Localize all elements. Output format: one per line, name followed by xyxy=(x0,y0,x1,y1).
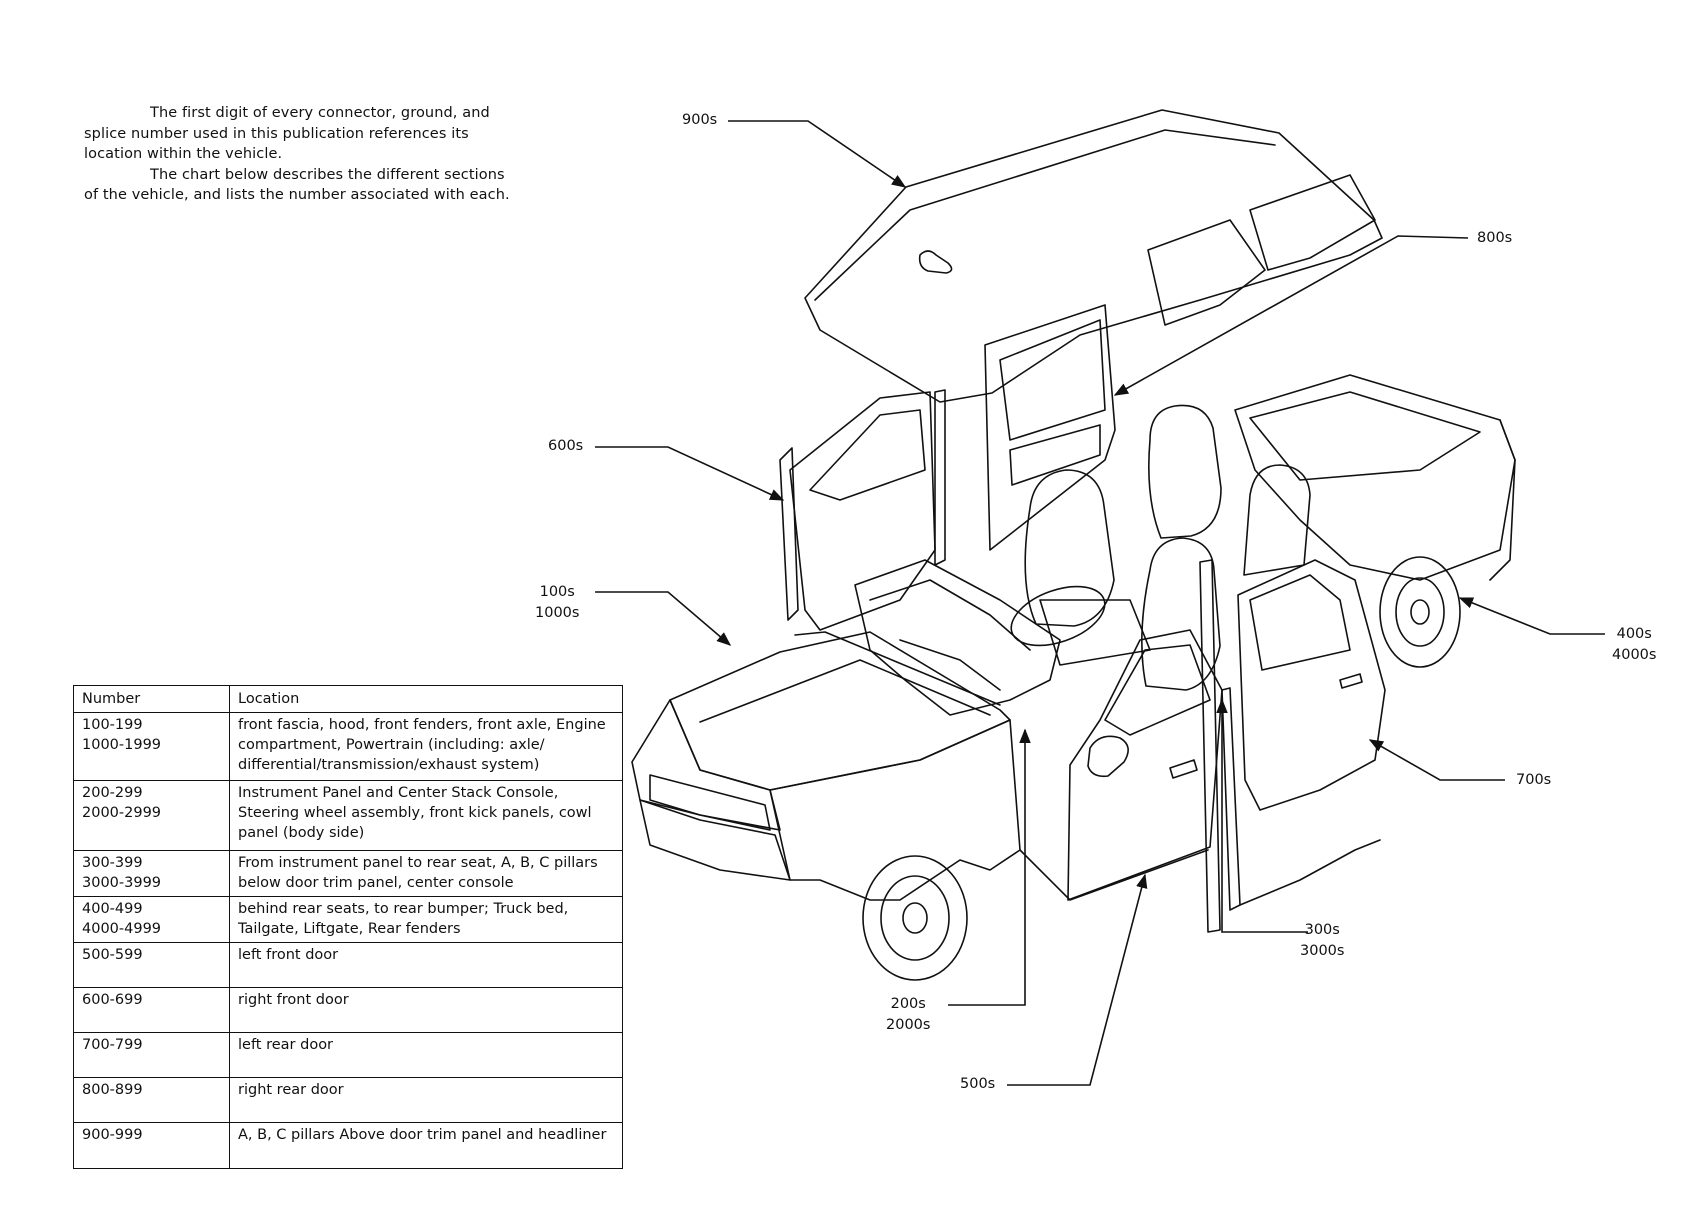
front-seat-right xyxy=(1024,469,1115,627)
right-front-door-window xyxy=(809,409,926,501)
callout-200s-line2: 2000s xyxy=(886,1017,931,1033)
dome-light xyxy=(918,250,953,274)
rear-seat-right-back xyxy=(1243,464,1311,576)
body-side xyxy=(1019,839,1381,906)
callout-400s-line1: 400s xyxy=(1616,626,1652,642)
table-row: 400-499 4000-4999 behind rear seats, to … xyxy=(73,896,623,943)
leader-400 xyxy=(1458,597,1605,635)
table-row: 300-399 3000-3999 From instrument panel … xyxy=(73,850,623,897)
left-front-door-window xyxy=(1104,644,1211,736)
row-number: 100-199 1000-1999 xyxy=(73,712,230,781)
row-number: 500-599 xyxy=(73,942,230,988)
table-row: 700-799 left rear door xyxy=(73,1032,623,1078)
roof-windshield-edge xyxy=(814,129,1276,301)
row-location: Instrument Panel and Center Stack Consol… xyxy=(229,780,623,851)
callout-700s: 700s xyxy=(1516,772,1552,788)
right-front-door xyxy=(789,391,936,631)
vehicle-illustration xyxy=(631,109,1516,981)
leader-600 xyxy=(595,446,785,501)
side-mirror xyxy=(1087,735,1129,778)
windshield-base xyxy=(794,631,1001,706)
leader-300 xyxy=(1216,698,1308,933)
row-location: behind rear seats, to rear bumper; Truck… xyxy=(229,896,623,943)
right-rear-door-window xyxy=(999,319,1106,441)
row-number: 400-499 4000-4999 xyxy=(73,896,230,943)
leader-500 xyxy=(1007,873,1148,1086)
row-number: 700-799 xyxy=(73,1032,230,1078)
left-front-door xyxy=(1067,629,1223,901)
truck-bed-inner xyxy=(1249,391,1481,481)
right-rear-door-panel xyxy=(1009,424,1101,486)
roof-panel xyxy=(804,109,1383,403)
row-location: right rear door xyxy=(229,1077,623,1123)
header-number: Number xyxy=(73,685,230,713)
front-seat-left xyxy=(1141,537,1221,691)
leader-700 xyxy=(1368,739,1505,781)
leader-100 xyxy=(595,591,732,646)
front-wheel xyxy=(862,855,968,981)
callout-300s-line1: 300s xyxy=(1304,922,1340,938)
b-pillar xyxy=(934,389,946,566)
callout-500s: 500s xyxy=(960,1076,996,1092)
grille xyxy=(649,774,771,831)
rear-seat-back xyxy=(1148,404,1222,539)
rear-side-window xyxy=(1249,174,1376,271)
row-location: A, B, C pillars Above door trim panel an… xyxy=(229,1122,623,1169)
intro-text: The first digit of every connector, grou… xyxy=(84,103,514,206)
callout-300s: 300s 3000s xyxy=(1300,920,1344,962)
callout-100s: 100s 1000s xyxy=(535,582,579,624)
hood xyxy=(669,631,1011,791)
table-header-row: Number Location xyxy=(73,685,623,713)
right-rear-window xyxy=(1147,219,1266,326)
callout-300s-line2: 3000s xyxy=(1300,943,1345,959)
instrument-panel xyxy=(854,559,1061,716)
hood-crease xyxy=(699,659,991,723)
rear-wheel xyxy=(1379,556,1461,668)
left-rear-door-window xyxy=(1249,574,1351,671)
location-table: Number Location 100-199 1000-1999 front … xyxy=(73,685,623,1169)
table-row: 900-999 A, B, C pillars Above door trim … xyxy=(73,1122,623,1169)
leader-800 xyxy=(1113,235,1469,396)
steering-wheel xyxy=(1010,585,1106,647)
callout-100s-line2: 1000s xyxy=(535,605,580,621)
bumper xyxy=(639,799,791,881)
truck-bed xyxy=(1234,374,1516,581)
left-rear-door-handle xyxy=(1339,673,1363,689)
row-location: From instrument panel to rear seat, A, B… xyxy=(229,850,623,897)
row-number: 900-999 xyxy=(73,1122,230,1169)
a-pillar xyxy=(779,447,799,621)
front-fender xyxy=(769,719,1021,901)
callout-900s: 900s xyxy=(682,112,718,128)
intro-paragraph-1: The first digit of every connector, grou… xyxy=(84,105,490,162)
row-number: 800-899 xyxy=(73,1077,230,1123)
callout-400s: 400s 4000s xyxy=(1612,624,1656,666)
table-row: 600-699 right front door xyxy=(73,987,623,1033)
c-pillar xyxy=(1221,687,1241,911)
header-location: Location xyxy=(229,685,623,713)
left-rear-door xyxy=(1237,559,1386,811)
leader-900 xyxy=(728,120,907,188)
tailgate xyxy=(1489,419,1516,581)
intro-paragraph-2: The chart below describes the different … xyxy=(84,166,510,204)
right-rear-door xyxy=(984,304,1116,551)
callout-600s: 600s xyxy=(548,438,584,454)
table-row: 800-899 right rear door xyxy=(73,1077,623,1123)
left-front-door-handle xyxy=(1169,759,1198,779)
leader-lines xyxy=(595,120,1605,1086)
b-pillar-left xyxy=(1199,559,1221,933)
callout-800s: 800s xyxy=(1477,230,1513,246)
callout-400s-line2: 4000s xyxy=(1612,647,1657,663)
leader-200 xyxy=(948,728,1031,1006)
callout-100s-line1: 100s xyxy=(539,584,575,600)
callout-200s-line1: 200s xyxy=(890,996,926,1012)
callout-200s: 200s 2000s xyxy=(886,994,930,1036)
row-number: 300-399 3000-3999 xyxy=(73,850,230,897)
instrument-panel-detail xyxy=(869,579,1031,691)
row-location: right front door xyxy=(229,987,623,1033)
table-row: 200-299 2000-2999 Instrument Panel and C… xyxy=(73,780,623,851)
